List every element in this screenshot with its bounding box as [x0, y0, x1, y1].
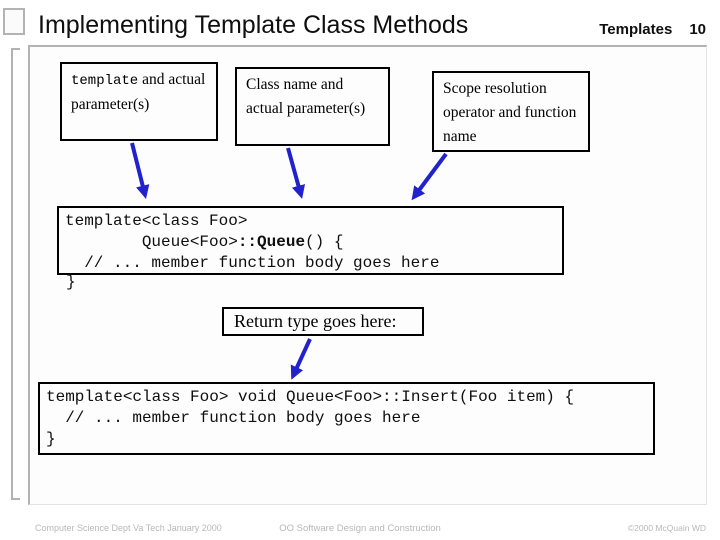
label-box-1-code-fragment: template [71, 73, 139, 89]
section-name: Templates [599, 21, 673, 38]
code-line: // ... member function body goes here [46, 409, 421, 427]
slide-corner-ornament [3, 8, 25, 35]
footer-copyright: ©2000 McQuain WD [627, 523, 706, 533]
code-closing-brace: } [66, 273, 76, 291]
label-box-class-name: Class name and actual parameter(s) [235, 67, 390, 146]
code-line: } [46, 430, 56, 448]
footer-department: Computer Science Dept Va Tech January 20… [35, 523, 222, 533]
code-box-constructor: template<class Foo> Queue<Foo>::Queue() … [57, 206, 564, 275]
slide-number: 10 [689, 21, 706, 38]
label-box-scope-resolution: Scope resolution operator and function n… [432, 71, 590, 152]
footer-course-title: OO Software Design and Construction [279, 523, 441, 534]
label-box-3-text: Scope resolution operator and function n… [443, 80, 577, 145]
return-box-text: Return type goes here: [234, 311, 397, 331]
left-bracket-ornament [11, 48, 20, 500]
code-line: template<class Foo> [65, 212, 248, 230]
code-box-insert-method: template<class Foo> void Queue<Foo>::Ins… [38, 382, 655, 455]
code-line: Queue<Foo>::Queue() { [65, 233, 344, 251]
label-box-2-text: Class name and actual parameter(s) [246, 76, 366, 117]
label-box-1-text: and actual parameter(s) [71, 71, 206, 113]
label-box-return-type: Return type goes here: [222, 307, 424, 336]
code-line: // ... member function body goes here [65, 254, 440, 272]
code-line: template<class Foo> void Queue<Foo>::Ins… [46, 388, 575, 406]
label-box-template-keyword: template and actual parameter(s) [60, 62, 218, 141]
header-section-label: Templates 10 [599, 21, 706, 38]
slide-title: Implementing Template Class Methods [38, 11, 469, 39]
